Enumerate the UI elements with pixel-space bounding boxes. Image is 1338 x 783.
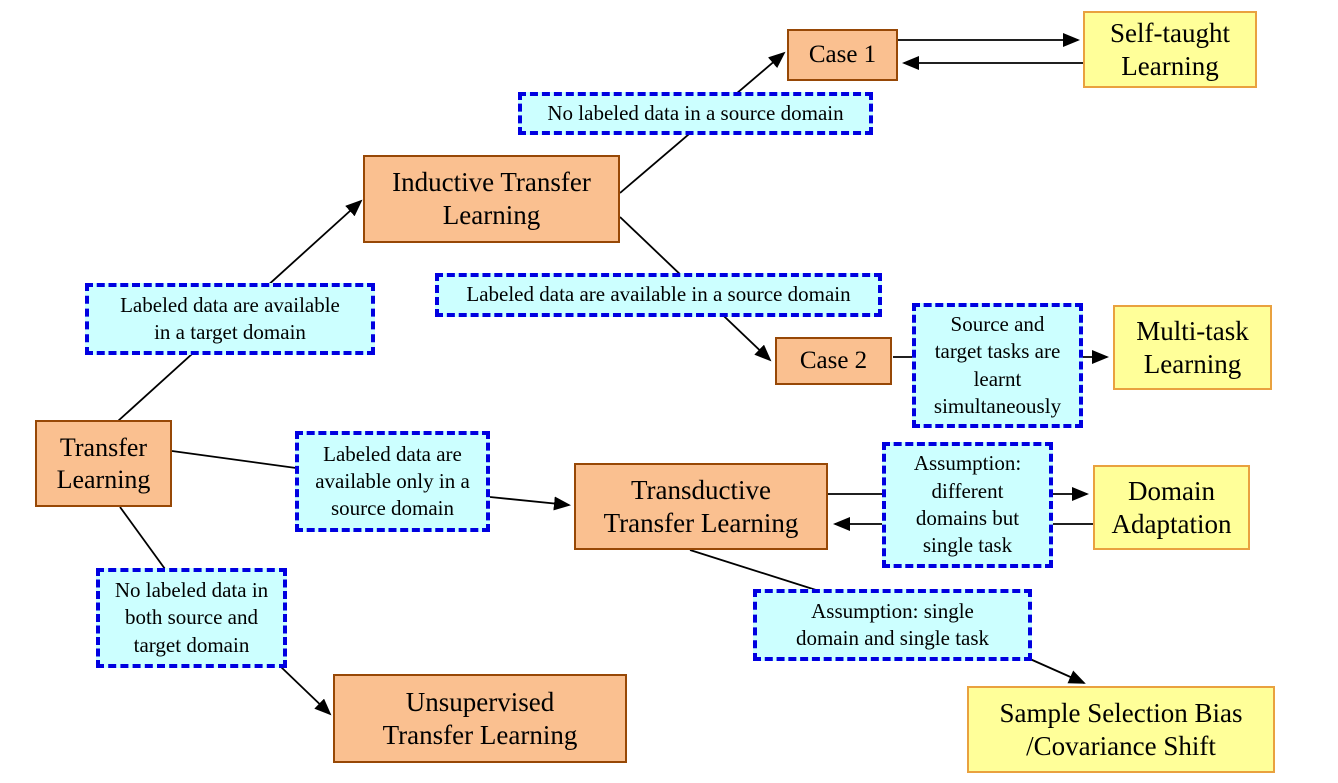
condition-labeled-target-domain: Labeled data are available in a target d… xyxy=(85,283,375,355)
node-domain-adaptation: Domain Adaptation xyxy=(1093,465,1250,550)
edge-transductive-to-cond-single-domain xyxy=(689,549,817,591)
edge-transfer-to-cond-no-both xyxy=(119,506,166,570)
condition-labeled-only-source: Labeled data are available only in a sou… xyxy=(295,431,490,532)
node-transfer-learning: Transfer Learning xyxy=(35,420,172,507)
node-case-1: Case 1 xyxy=(787,29,898,81)
node-sample-selection-bias: Sample Selection Bias /Covariance Shift xyxy=(967,686,1275,773)
node-inductive-transfer-learning: Inductive Transfer Learning xyxy=(363,155,620,243)
edge-cond-no-both-to-unsupervised xyxy=(279,665,332,716)
edge-transfer-to-cond-only-source xyxy=(171,450,297,469)
node-unsupervised-transfer-learning: Unsupervised Transfer Learning xyxy=(333,674,627,763)
condition-no-labels-both-domains: No labeled data in both source and targe… xyxy=(96,568,287,668)
condition-labeled-source-domain: Labeled data are available in a source d… xyxy=(435,273,882,317)
condition-different-domains-single-task: Assumption: different domains but single… xyxy=(882,442,1053,568)
node-transductive-transfer-learning: Transductive Transfer Learning xyxy=(574,463,828,550)
condition-tasks-learnt-simultaneously: Source and target tasks are learnt simul… xyxy=(912,303,1083,428)
edge-cond-only-source-to-transductive xyxy=(489,496,571,511)
edge-cond-single-domain-to-sample-selection xyxy=(1029,658,1086,684)
node-case-2: Case 2 xyxy=(775,337,892,385)
node-self-taught-learning: Self-taught Learning xyxy=(1083,11,1257,88)
node-multi-task-learning: Multi-task Learning xyxy=(1113,305,1272,390)
condition-single-domain-single-task: Assumption: single domain and single tas… xyxy=(753,589,1032,661)
condition-no-labeled-source: No labeled data in a source domain xyxy=(518,92,873,135)
